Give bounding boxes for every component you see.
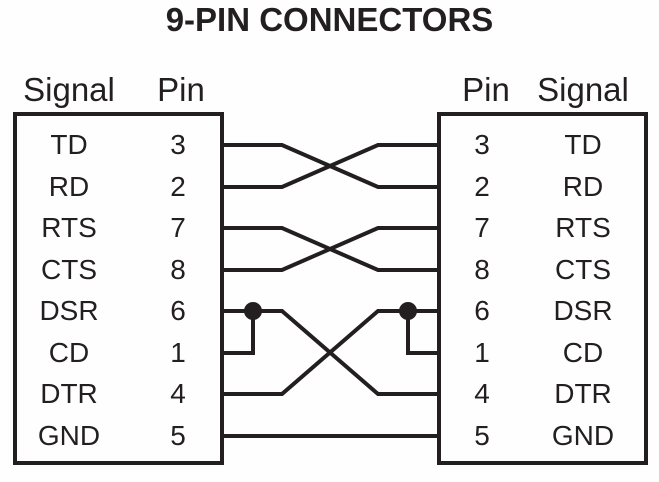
right-pin-number: 6 [474, 295, 490, 326]
right-pin-number: 3 [474, 129, 490, 160]
right-pin-number: 7 [474, 212, 490, 243]
left-signal-label: RD [48, 171, 90, 202]
left-signal-label: CTS [41, 254, 97, 285]
left-signal-label: TD [50, 129, 88, 160]
right-signal-label: DTR [554, 378, 612, 409]
left-header-pin: Pin [157, 71, 205, 108]
left-pin-number: 4 [170, 378, 186, 409]
left-pin-number: 6 [170, 295, 186, 326]
right-pin-number: 5 [474, 420, 490, 451]
left-signal-label: CD [48, 337, 90, 368]
right-pin-number: 1 [474, 337, 490, 368]
pin-row: RTS 7 7 RTS [0, 207, 659, 249]
left-pin-number: 3 [170, 129, 186, 160]
pin-row: RD 2 2 RD [0, 166, 659, 208]
left-signal-label: DSR [39, 295, 99, 326]
left-pin-number: 8 [170, 254, 186, 285]
pin-row: CTS 8 8 CTS [0, 249, 659, 291]
right-header-signal: Signal [537, 71, 629, 108]
left-signal-label: GND [37, 420, 101, 451]
pin-row: GND 5 5 GND [0, 415, 659, 457]
diagram-title: 9-PIN CONNECTORS [165, 1, 494, 38]
right-signal-label: CD [562, 337, 604, 368]
right-signal-label: RTS [555, 212, 611, 243]
left-signal-label: DTR [40, 378, 98, 409]
right-signal-label: GND [551, 420, 615, 451]
right-header-pin: Pin [462, 71, 510, 108]
right-pin-number: 4 [474, 378, 490, 409]
right-pin-number: 2 [474, 171, 490, 202]
left-pin-number: 7 [170, 212, 186, 243]
pin-row: TD 3 3 TD [0, 124, 659, 166]
left-pin-number: 2 [170, 171, 186, 202]
right-signal-label: DSR [553, 295, 613, 326]
right-signal-label: TD [564, 129, 602, 160]
left-header-signal: Signal [23, 71, 115, 108]
pin-row: DTR 4 4 DTR [0, 373, 659, 415]
pin-row: DSR 6 6 DSR [0, 290, 659, 332]
left-pin-number: 5 [170, 420, 186, 451]
right-pin-number: 8 [474, 254, 490, 285]
left-signal-label: RTS [41, 212, 97, 243]
right-signal-label: RD [562, 171, 604, 202]
pin-row: CD 1 1 CD [0, 332, 659, 374]
right-signal-label: CTS [555, 254, 611, 285]
left-pin-number: 1 [170, 337, 186, 368]
